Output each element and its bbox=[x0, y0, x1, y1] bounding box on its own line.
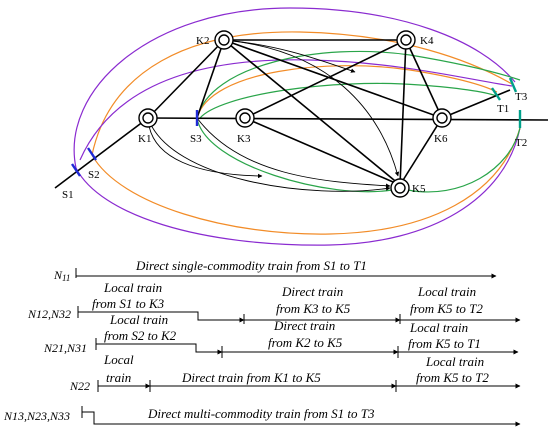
link-k2-k6 bbox=[223, 39, 443, 119]
seg-n12-0-line0: Local train bbox=[103, 280, 162, 295]
row-n12-n32 bbox=[77, 306, 521, 324]
main-line bbox=[54, 117, 149, 189]
rail-links bbox=[54, 39, 549, 192]
label-k4: K4 bbox=[420, 35, 434, 47]
node-k5 bbox=[390, 178, 410, 198]
row-n22 bbox=[97, 380, 521, 392]
seg-n22-0-line0: Local bbox=[103, 352, 134, 367]
segment-labels: Direct single-commodity train from S1 to… bbox=[92, 258, 489, 421]
seg-n12-1-line0: Direct train bbox=[281, 284, 343, 299]
link-k4-k5 bbox=[399, 39, 407, 186]
row-n13-n23-n33 bbox=[81, 406, 521, 427]
link-k6-k5 bbox=[399, 117, 443, 186]
flow-s3-t1-orange bbox=[196, 65, 498, 119]
label-t1: T1 bbox=[497, 103, 509, 115]
row-label-n22: N22 bbox=[69, 379, 90, 393]
label-k1: K1 bbox=[138, 133, 151, 145]
main-line-2 bbox=[147, 117, 549, 121]
row-label-n11: N11 bbox=[53, 268, 70, 283]
label-s2: S2 bbox=[88, 169, 100, 181]
link-k4-k3 bbox=[244, 39, 407, 119]
flow-k5-t2-green bbox=[407, 127, 521, 193]
node-k3 bbox=[235, 108, 255, 128]
seg-n12-2-line1: from K5 to T2 bbox=[410, 301, 483, 316]
label-k6: K6 bbox=[434, 133, 448, 145]
label-t3: T3 bbox=[515, 91, 528, 103]
label-s1: S1 bbox=[62, 189, 74, 201]
label-s3: S3 bbox=[190, 133, 202, 145]
label-t2: T2 bbox=[515, 137, 527, 149]
seg-n22-0-line1: train bbox=[106, 370, 131, 385]
label-k5: K5 bbox=[412, 183, 426, 195]
t3-marker bbox=[508, 77, 518, 93]
seg-n21-2-line1: from K5 to T1 bbox=[408, 336, 481, 351]
s2-marker bbox=[87, 147, 97, 161]
flow-s3-k5-green bbox=[196, 117, 393, 193]
k-nodes bbox=[138, 30, 452, 198]
row-label-n13-n23-n33: N13,N23,N33 bbox=[3, 409, 70, 423]
node-k1 bbox=[138, 108, 158, 128]
node-labels: K1 K2 K3 K4 K5 K6 S1 S2 S3 T1 T2 T3 bbox=[62, 35, 528, 201]
link-k3-k5 bbox=[244, 117, 401, 186]
t1-marker bbox=[491, 87, 501, 101]
row-n11 bbox=[75, 268, 497, 279]
curve-s3-k5 bbox=[196, 117, 391, 189]
row-labels: N11 N12,N32 N21,N31 N22 N13,N23,N33 bbox=[3, 268, 90, 423]
seg-n22-2-line1: from K5 to T2 bbox=[416, 370, 489, 385]
seg-n12-2-line0: Local train bbox=[417, 284, 476, 299]
link-k2-k1 bbox=[147, 39, 225, 119]
seg-n13-0-line0: Direct multi-commodity train from S1 to … bbox=[147, 406, 375, 421]
link-k2-k5 bbox=[223, 39, 401, 186]
seg-n22-2-line0: Local train bbox=[425, 354, 484, 369]
seg-n21-1-line0: Direct train bbox=[273, 318, 335, 333]
node-k6 bbox=[432, 108, 452, 128]
flow-s2-t3-orange bbox=[91, 31, 513, 156]
network-diagram: K1 K2 K3 K4 K5 K6 S1 S2 S3 T1 T2 T3 bbox=[54, 7, 549, 246]
terminal-markers bbox=[71, 77, 522, 177]
seg-n21-2-line0: Local train bbox=[409, 320, 468, 335]
schedule bbox=[75, 268, 521, 427]
label-k2: K2 bbox=[196, 35, 209, 47]
flow-s1-t2-purple bbox=[75, 127, 521, 246]
curve-k1-k5 bbox=[147, 117, 391, 192]
timeline-n12-seg1 bbox=[78, 311, 245, 323]
s1-marker bbox=[71, 163, 81, 177]
curve-k1-low bbox=[147, 117, 263, 179]
seg-n12-1-line1: from K3 to K5 bbox=[276, 301, 351, 316]
link-k2-s3 bbox=[196, 39, 225, 119]
seg-n21-0-line0: Local train bbox=[109, 312, 168, 327]
node-k2 bbox=[214, 30, 234, 50]
seg-n21-0-line1: from S2 to K2 bbox=[104, 328, 177, 343]
node-k4 bbox=[396, 30, 416, 50]
branch-k6-t3 bbox=[441, 89, 511, 119]
flow-s1-t3-purple bbox=[73, 7, 516, 169]
curve-k2-right bbox=[223, 39, 356, 73]
seg-n22-1-line0: Direct train from K1 to K5 bbox=[181, 370, 321, 385]
label-k3: K3 bbox=[237, 133, 251, 145]
link-k4-k6 bbox=[405, 39, 443, 119]
commodity-flows bbox=[73, 7, 521, 246]
timeline-n21-seg1 bbox=[96, 343, 223, 355]
curve-k2-k5 bbox=[223, 39, 400, 177]
row-label-n21-n31: N21,N31 bbox=[43, 341, 87, 355]
flow-s3-t3-green bbox=[196, 50, 521, 119]
row-n21-n31 bbox=[95, 338, 519, 358]
seg-n12-0-line1: from S1 to K3 bbox=[92, 296, 165, 311]
flow-s2-t2-orange bbox=[91, 127, 521, 235]
seg-n11-0-line0: Direct single-commodity train from S1 to… bbox=[135, 258, 367, 273]
timeline-n13 bbox=[82, 411, 521, 427]
row-label-n12-n32: N12,N32 bbox=[27, 307, 71, 321]
seg-n21-1-line1: from K2 to K5 bbox=[268, 335, 343, 350]
flow-s3-t1-green bbox=[199, 82, 498, 119]
